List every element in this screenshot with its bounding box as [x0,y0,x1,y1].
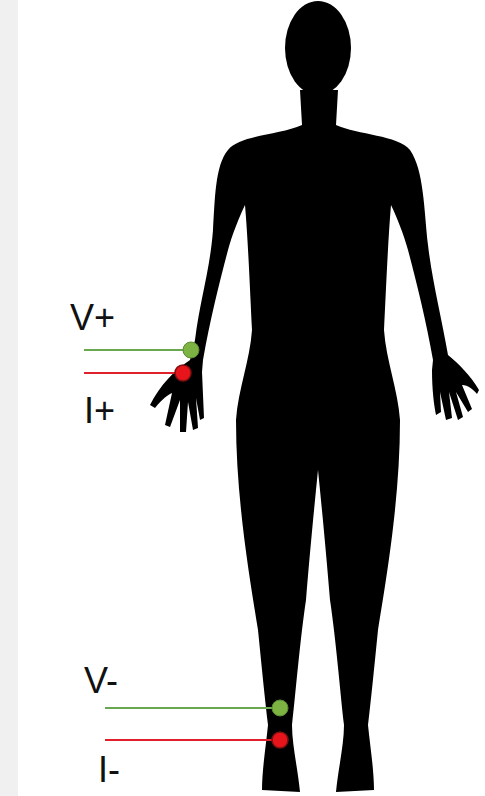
signal-label: V+ [70,300,115,336]
side-strip [0,0,18,796]
current-lead [105,739,275,741]
signal-label: V- [84,663,118,699]
current-electrode [175,365,191,381]
signal-label: I+ [84,393,115,429]
voltage-lead [84,349,186,351]
signal-label: I- [98,752,120,788]
head-silhouette [285,1,351,95]
voltage-electrode [272,700,288,716]
body-silhouette [150,90,479,792]
current-lead [84,372,178,374]
current-electrode [272,732,288,748]
voltage-lead [105,707,275,709]
voltage-electrode [183,342,199,358]
